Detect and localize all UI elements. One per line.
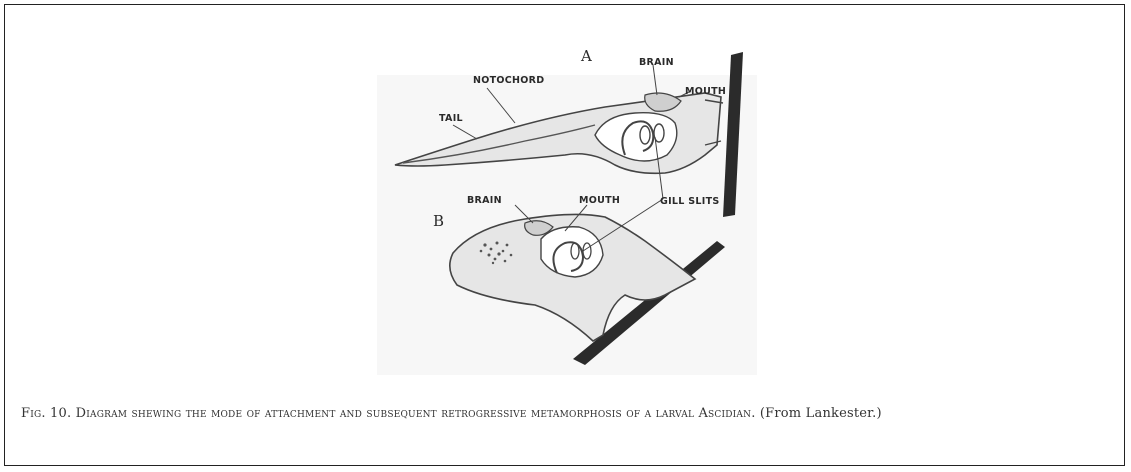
label-brain-a: BRAIN <box>639 57 674 68</box>
caption-source: (From Lankester.) <box>756 406 882 421</box>
ascidian-diagram: A B NOTOCHORD BRAIN MOUTH TAIL BRAIN MOU… <box>5 5 1126 395</box>
label-notochord: NOTOCHORD <box>473 75 544 86</box>
caption-text: Fig. 10. Diagram shewing the mode of att… <box>21 406 756 421</box>
label-brain-b: BRAIN <box>467 195 502 206</box>
label-mouth-a: MOUTH <box>685 86 726 97</box>
label-mouth-b: MOUTH <box>579 195 620 206</box>
pharynx-b <box>541 227 603 277</box>
label-tail: TAIL <box>439 113 463 124</box>
figure-caption: Fig. 10. Diagram shewing the mode of att… <box>21 403 1116 425</box>
panel-a-letter: A <box>580 47 592 65</box>
label-gill-slits: GILL SLITS <box>660 196 720 207</box>
figure-frame: A B NOTOCHORD BRAIN MOUTH TAIL BRAIN MOU… <box>4 4 1125 466</box>
panel-b-letter: B <box>433 212 444 230</box>
